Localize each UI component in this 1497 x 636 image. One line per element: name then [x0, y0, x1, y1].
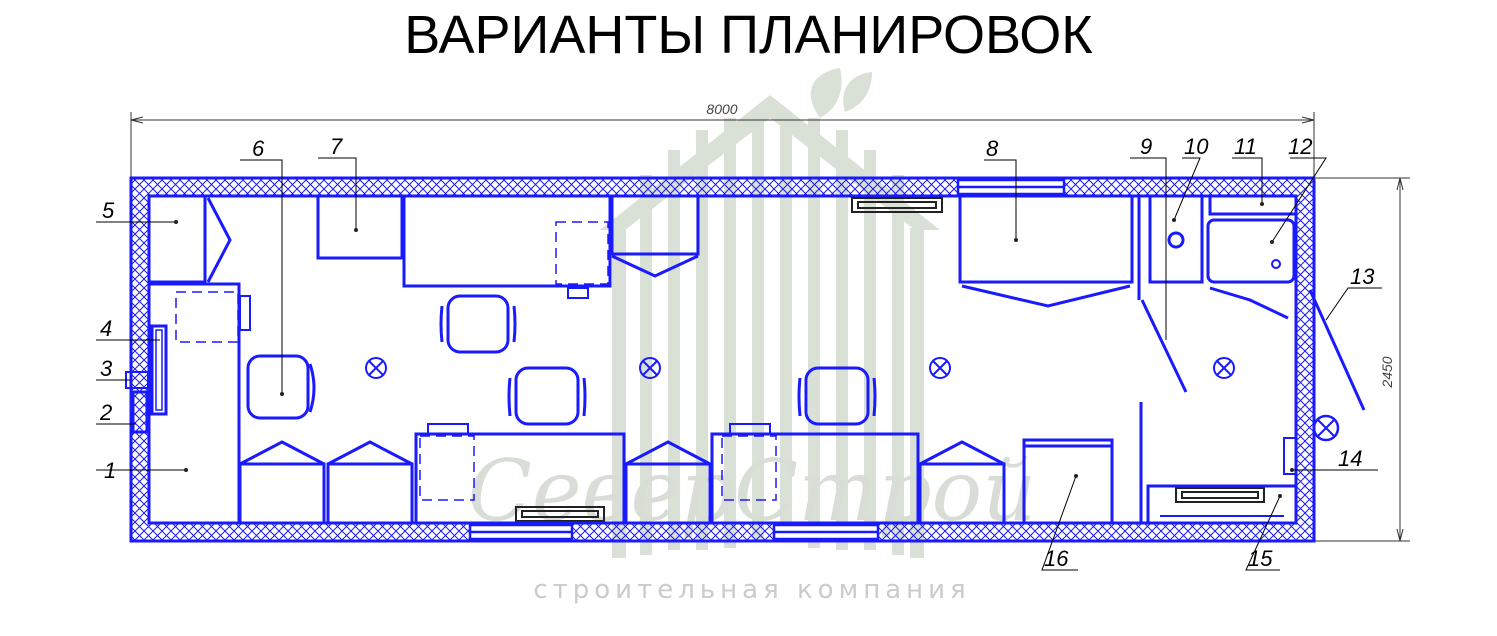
- callout-14: 14: [1338, 446, 1362, 471]
- leader-dots: [174, 202, 1294, 498]
- callout-9: 9: [1140, 134, 1152, 159]
- callout-11: 11: [1234, 134, 1257, 159]
- furniture: [125, 194, 1366, 525]
- callout-7: 7: [330, 134, 343, 159]
- window: [468, 178, 1066, 541]
- callout-13: 13: [1350, 264, 1375, 289]
- callout-3: 3: [100, 356, 113, 381]
- callout-12: 12: [1288, 134, 1312, 159]
- dashed-outline: [175, 221, 777, 501]
- dimension-length: [130, 112, 1315, 178]
- heater: [515, 197, 1265, 522]
- callout-15: 15: [1248, 546, 1273, 571]
- dimension-width-label: 2450: [1379, 356, 1395, 388]
- watermark-subtitle: строительная компания: [533, 575, 970, 605]
- callout-4: 4: [100, 316, 112, 341]
- callout-8: 8: [986, 136, 999, 161]
- callout-10: 10: [1184, 134, 1209, 159]
- callout-1: 1: [104, 458, 116, 483]
- dimension-length-label: 8000: [706, 101, 737, 117]
- callout-2: 2: [99, 400, 112, 425]
- callout-6: 6: [252, 136, 265, 161]
- ceiling-light-icon: [365, 357, 1235, 379]
- callout-5: 5: [102, 198, 115, 223]
- leader-lines: [96, 157, 1382, 571]
- dimension-width: [1292, 177, 1410, 542]
- page-title: ВАРИАНТЫ ПЛАНИРОВОК: [404, 5, 1093, 65]
- callout-16: 16: [1044, 546, 1069, 571]
